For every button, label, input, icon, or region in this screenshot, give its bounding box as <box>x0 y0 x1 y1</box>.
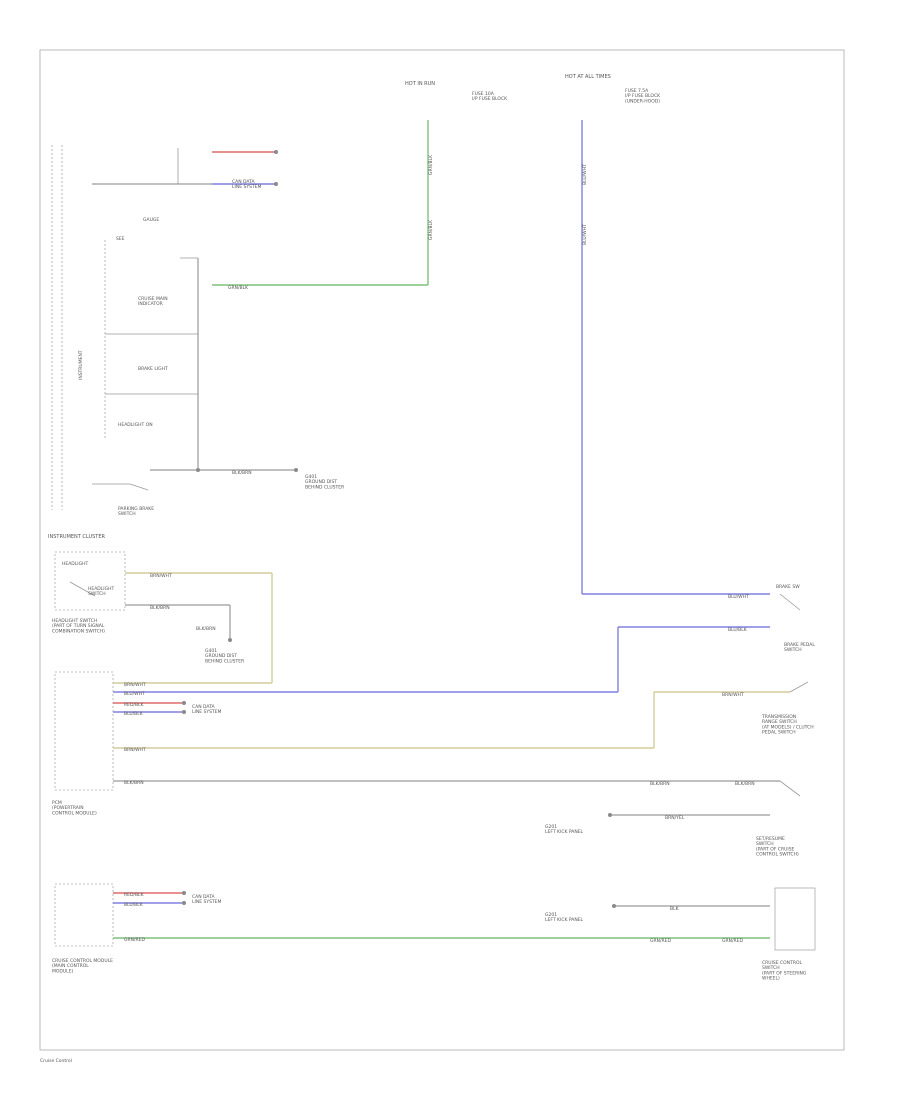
hot-run-label: HOT IN RUN <box>405 81 435 87</box>
diagram-frame <box>39 49 845 1051</box>
pcm-box <box>54 671 114 791</box>
pcm-wire-2: BLU/WHT <box>124 691 145 697</box>
indicator-2: BRAKE LIGHT <box>138 366 168 372</box>
cc-wire-2-label: GRN/RED <box>722 938 743 944</box>
gauge-sub: SEE <box>116 236 125 242</box>
clutch-switch-contact <box>789 681 809 693</box>
module-can-low-term <box>182 901 186 905</box>
set-ground-wire-3-label: BRN/YEL <box>665 815 685 821</box>
hot-all-label: HOT AT ALL TIMES <box>565 74 611 80</box>
hot-run-wire-lower: GRN/BLK <box>428 219 434 240</box>
module-can-high-term <box>182 891 186 895</box>
cc-ground-terminal <box>612 904 616 908</box>
headlight-wire-1-label: BRN/WHT <box>150 573 172 579</box>
hot-run-wire-upper: GRN/BLK <box>428 154 434 175</box>
headlight-switch-box <box>54 551 126 611</box>
headlight-title: HEADLIGHT <box>62 561 88 567</box>
clutch-wire-label: BRN/WHT <box>722 692 744 698</box>
gauge-label: GAUGE <box>143 217 159 223</box>
set-ground-wire-2-label: BLK/BRN <box>735 781 755 787</box>
cluster-ground-wire-label: BLK/BRN <box>232 470 252 476</box>
brake-wire-label: BLU/WHT <box>728 594 749 600</box>
indicator-3: HEADLIGHT ON <box>118 422 153 428</box>
headlight-switch-contact <box>69 581 96 597</box>
cruise-module-box <box>54 883 114 947</box>
pcm-wire-3: RED/BLK <box>124 702 145 708</box>
headlight-ground-wire: BLK/BRN <box>196 626 216 632</box>
cc-switch-box <box>774 887 816 951</box>
set-switch-contact <box>779 780 801 797</box>
can-low-terminal <box>274 182 278 186</box>
pcm-wire-1: BRN/WHT <box>124 682 146 688</box>
brake-wire-2-label: BLU/BLK <box>728 627 748 633</box>
cluster-title: INSTRUMENT CLUSTER <box>48 534 106 540</box>
pcm-wire-5: BRN/WHT <box>124 747 146 753</box>
footer-label: Cruise Control <box>40 1058 72 1064</box>
hot-all-wire-upper: BLU/WHT <box>582 164 588 185</box>
instrument-vertical: INSTRUMENT <box>78 350 84 380</box>
module-wire-3: GRN/RED <box>124 937 145 943</box>
can-high-terminal <box>274 150 278 154</box>
pcm-wire-4: BLU/BLK <box>124 711 144 717</box>
hot-all-wire-lower: BLU/WHT <box>582 224 588 245</box>
brake-switch-top: BRAKE SW <box>776 584 800 590</box>
set-ground-wire-label: BLK/BRN <box>650 781 670 787</box>
headlight-ground-terminal <box>228 638 232 642</box>
module-wire-2: BLU/BLK <box>124 902 144 908</box>
cluster-splice <box>196 468 200 472</box>
headlight-wire-2-label: BLK/BRN <box>150 605 170 611</box>
cluster-green-wire: GRN/BLK <box>228 285 249 291</box>
cluster-ground-terminal <box>294 468 298 472</box>
module-wire-1: RED/BLK <box>124 892 145 898</box>
pcm-can-high-term <box>182 701 186 705</box>
pcm-can-low-term <box>182 710 186 714</box>
park-brake-contact <box>129 483 149 491</box>
brake-switch-contact <box>779 593 801 611</box>
set-ground-terminal <box>608 813 612 817</box>
cc-wire-label: GRN/RED <box>650 938 671 944</box>
pcm-wire-6: BLK/BRN <box>124 780 144 786</box>
cc-ground-wire-label: BLK <box>670 906 680 912</box>
